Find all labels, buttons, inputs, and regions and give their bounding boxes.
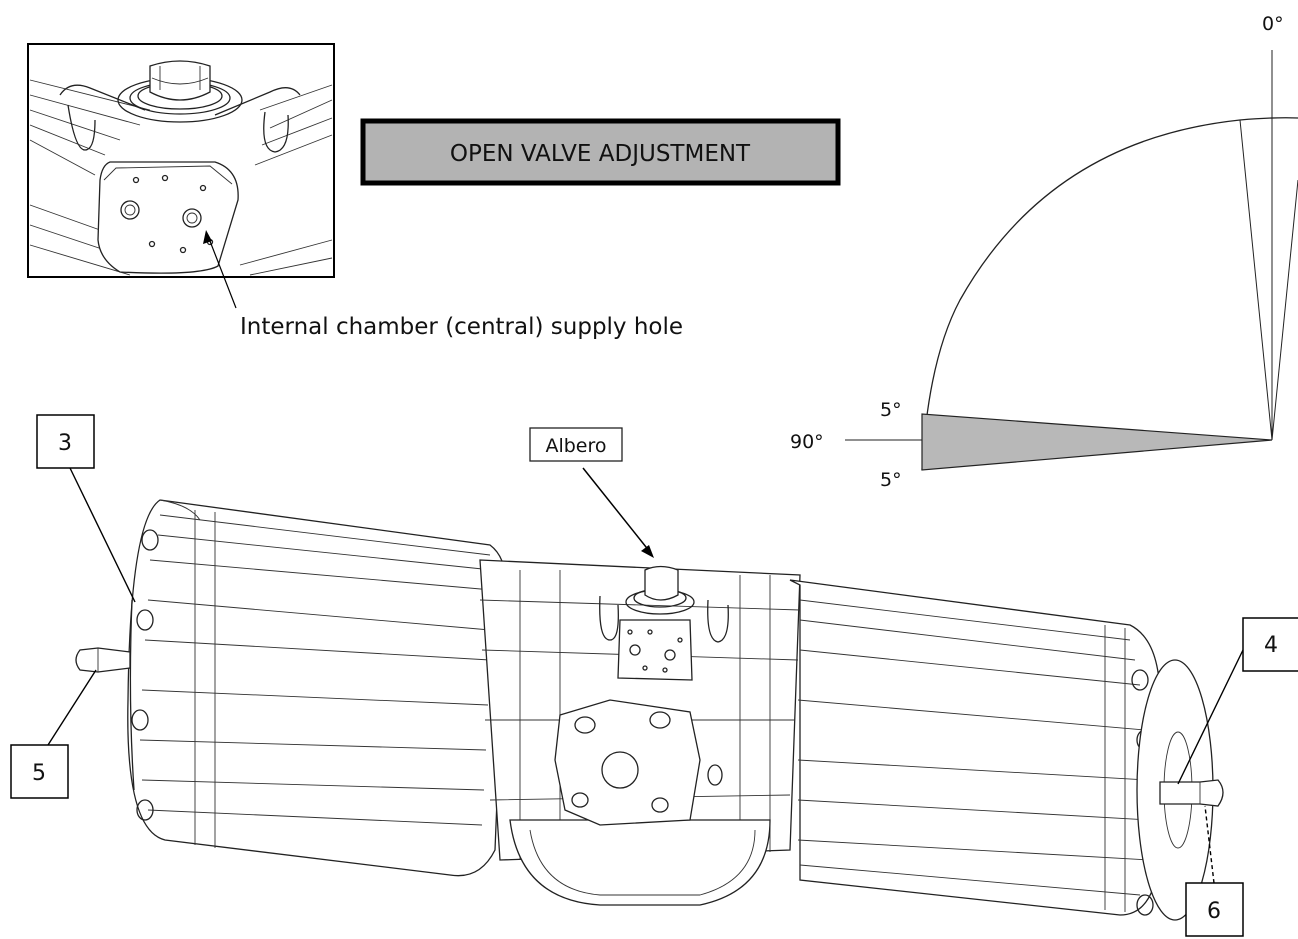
callout-5-label: 5 — [32, 761, 46, 786]
callout-3: 3 — [36, 414, 136, 603]
callout-6-label: 6 — [1207, 899, 1221, 924]
callout-3-label: 3 — [58, 431, 72, 456]
callout-5: 5 — [10, 669, 97, 799]
callout-4: 4 — [1177, 617, 1298, 785]
actuator-drawing — [75, 499, 1224, 921]
callout-4-label: 4 — [1264, 633, 1278, 658]
inset-detail — [27, 43, 335, 309]
angle-upper-tolerance: 5° — [880, 399, 902, 421]
angle-diagram: 0° 90° 5° 5° — [790, 13, 1298, 491]
albero-text: Albero — [545, 435, 606, 457]
angle-lower-tolerance: 5° — [880, 469, 902, 491]
callout-6: 6 — [1185, 805, 1244, 937]
tolerance-sector — [921, 413, 1273, 471]
open-valve-adjustment-banner: OPEN VALVE ADJUSTMENT — [360, 118, 841, 186]
supply-hole-caption: Internal chamber (central) supply hole — [240, 314, 683, 340]
angle-ninety-label: 90° — [790, 431, 824, 453]
albero-label: Albero — [529, 427, 654, 558]
banner-label: OPEN VALVE ADJUSTMENT — [450, 141, 751, 167]
angle-zero-label: 0° — [1262, 13, 1284, 35]
